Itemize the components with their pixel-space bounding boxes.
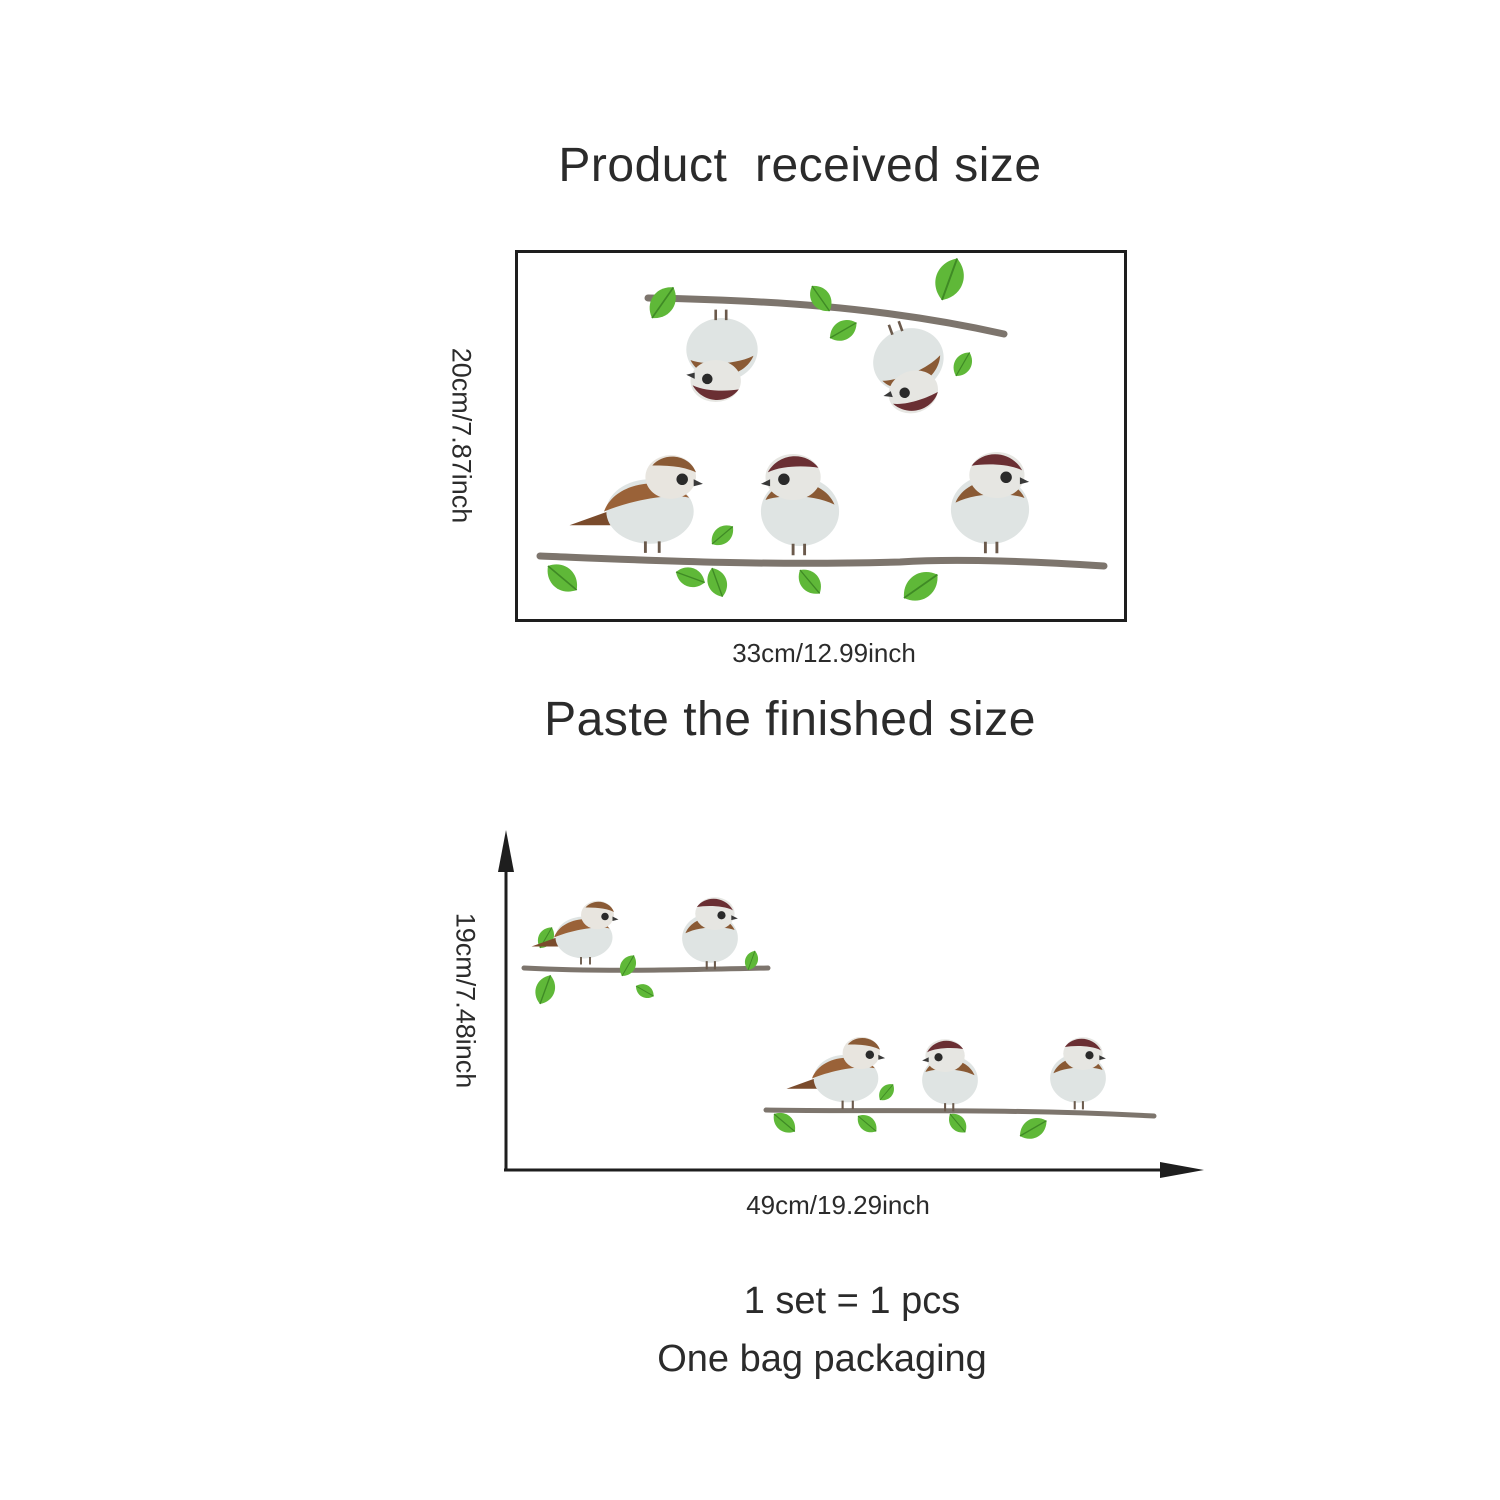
finished-bird-4 <box>921 1038 979 1113</box>
finished-lower-branch <box>763 1107 1157 1119</box>
finished-bird-3 <box>785 1035 887 1111</box>
received-width-label: 33cm/12.99inch <box>732 638 916 668</box>
sitting-bird-1 <box>568 453 705 555</box>
finished-size-title: Paste the finished size <box>544 693 1036 746</box>
hanging-bird-left <box>684 308 760 404</box>
set-count-text: 1 set = 1 pcs <box>743 1280 961 1322</box>
finished-upper-branch <box>521 965 771 973</box>
finished-bird-2 <box>681 896 739 971</box>
packaging-text: One bag packaging <box>657 1338 987 1380</box>
hanging-bird-right <box>859 309 962 423</box>
width-axis-arrow <box>504 1162 1204 1178</box>
sitting-bird-2 <box>759 452 841 557</box>
lower-branch <box>536 552 1108 570</box>
finished-width-label: 49cm/19.29inch <box>746 1190 930 1220</box>
height-axis-arrow <box>498 830 514 1170</box>
received-sheet-frame <box>515 250 1127 622</box>
received-size-title: Product received size <box>558 139 1042 192</box>
sitting-bird-3 <box>949 450 1031 555</box>
finished-bird-5 <box>1049 1036 1107 1111</box>
